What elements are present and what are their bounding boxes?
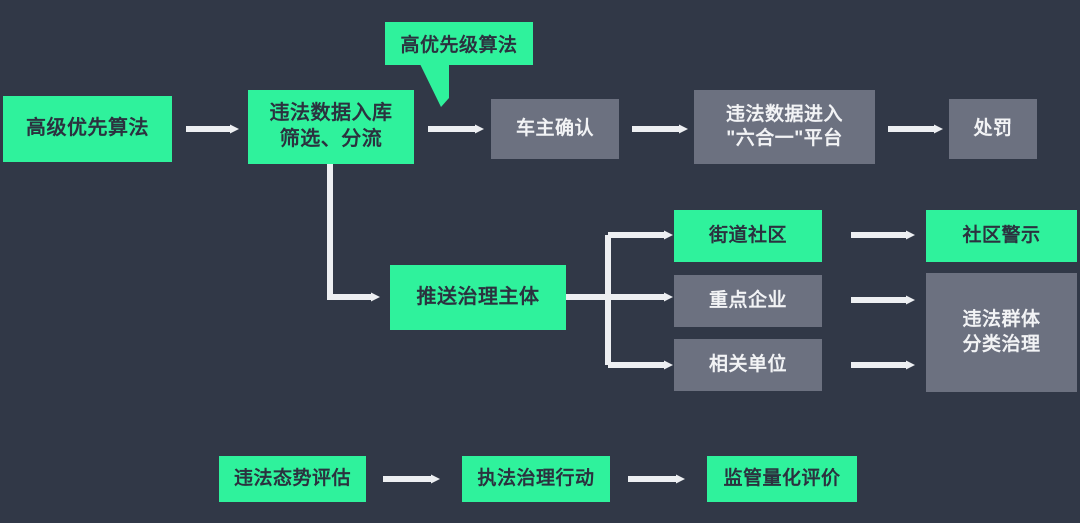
node-key-enterprise[interactable]: 重点企业 [674, 275, 822, 327]
node-related-unit[interactable]: 相关单位 [674, 339, 822, 391]
node-label: 社区警示 [962, 224, 1041, 246]
elbow-n2-to-hub [327, 163, 380, 302]
node-label: 监管量化评价 [723, 467, 841, 489]
node-label: 高级优先算法 [26, 117, 149, 140]
node-regulatory-quantitative-evaluation[interactable]: 监管量化评价 [707, 456, 857, 502]
node-violation-data-intake[interactable]: 违法数据入库 筛选、分流 [248, 90, 414, 164]
callout-tail-icon [420, 64, 449, 107]
node-push-governance-entity[interactable]: 推送治理主体 [390, 265, 566, 330]
node-label: 推送治理主体 [416, 285, 540, 308]
node-label: 车主确认 [515, 117, 594, 139]
node-label: 执法治理行动 [477, 467, 595, 489]
node-community-warning[interactable]: 社区警示 [926, 210, 1077, 262]
node-advanced-priority-algorithm[interactable]: 高级优先算法 [3, 96, 172, 162]
node-label: 重点企业 [708, 289, 787, 311]
node-label: 违法数据入库 筛选、分流 [269, 102, 393, 150]
node-label: 相关单位 [708, 353, 787, 375]
callout-label: 高优先级算法 [400, 35, 518, 56]
node-violator-group-classified-governance[interactable]: 违法群体 分类治理 [926, 273, 1077, 392]
node-label: 违法态势评估 [233, 467, 351, 489]
node-six-in-one-platform[interactable]: 违法数据进入 "六合一"平台 [694, 90, 875, 164]
callout-high-priority-algorithm: 高优先级算法 [385, 22, 533, 65]
node-violation-situation-assessment[interactable]: 违法态势评估 [219, 456, 366, 502]
node-label: 违法数据进入 "六合一"平台 [725, 103, 843, 149]
node-owner-confirmation[interactable]: 车主确认 [491, 99, 619, 159]
node-street-community[interactable]: 街道社区 [674, 210, 822, 262]
node-penalty[interactable]: 处罚 [949, 99, 1037, 159]
node-label: 违法群体 分类治理 [962, 309, 1041, 355]
node-enforcement-governance-action[interactable]: 执法治理行动 [462, 456, 610, 502]
node-label: 处罚 [973, 117, 1013, 139]
node-label: 街道社区 [708, 224, 787, 246]
